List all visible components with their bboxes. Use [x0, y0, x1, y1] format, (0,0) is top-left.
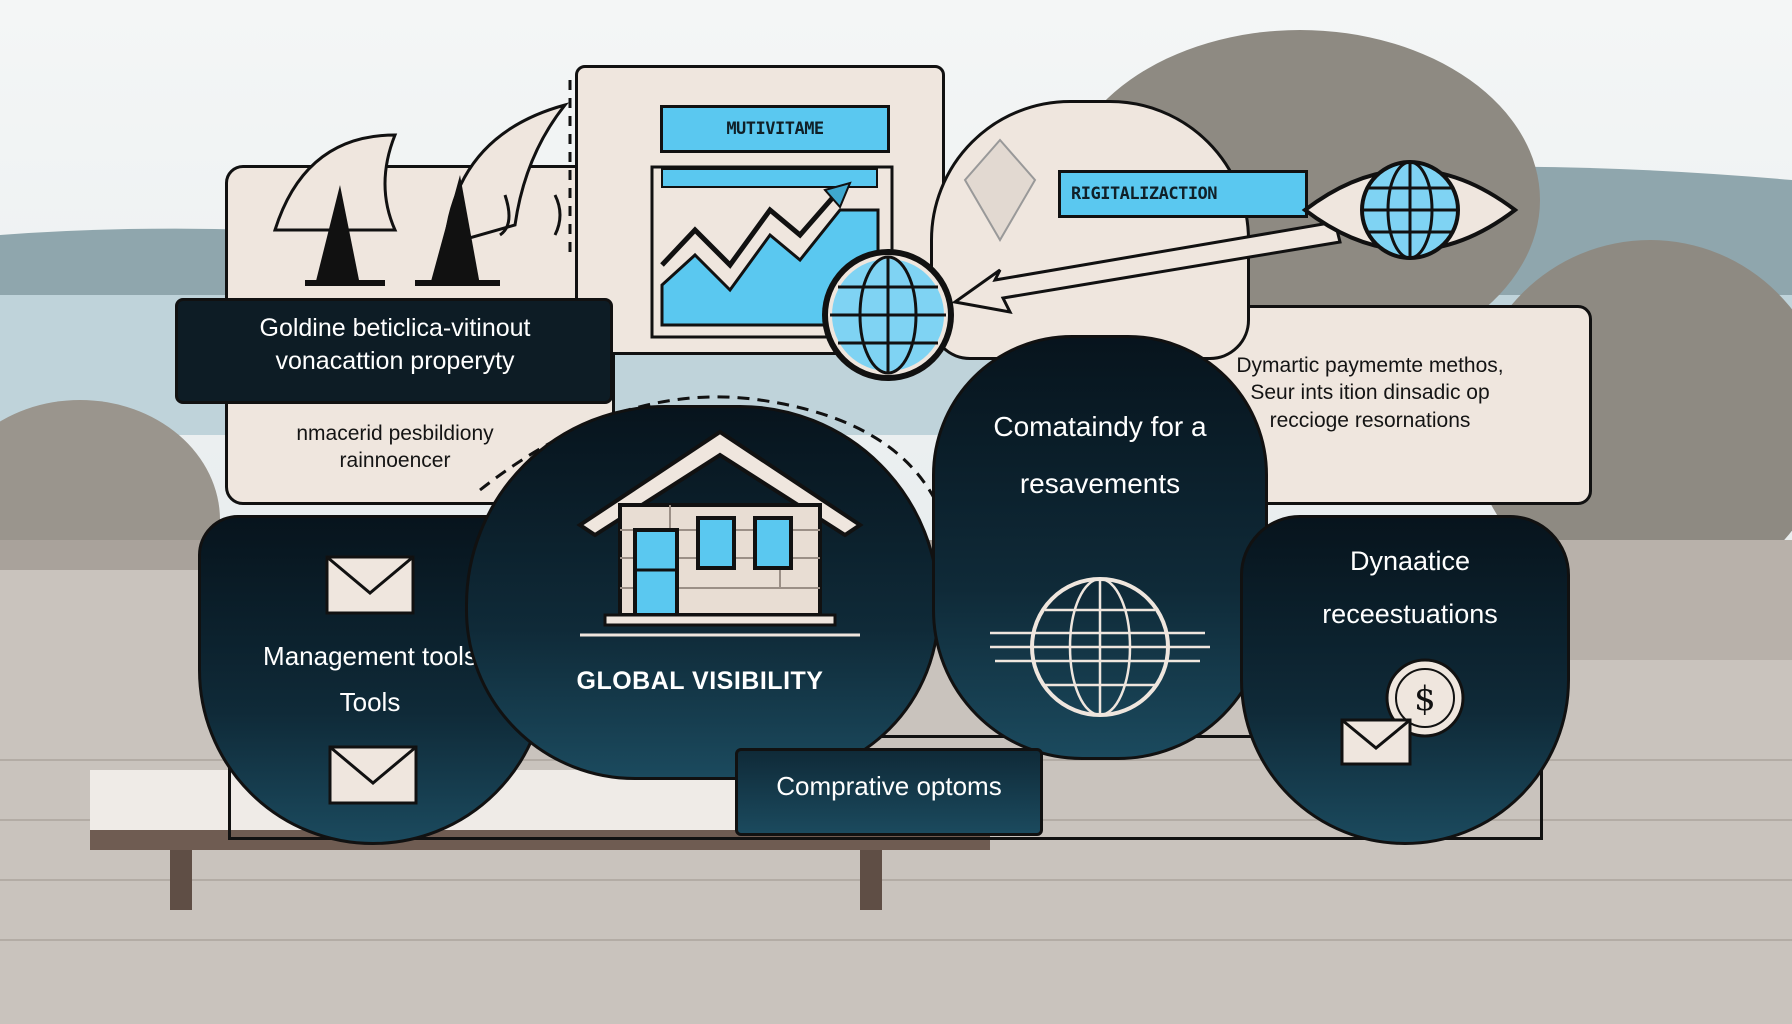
arrow-icon	[951, 220, 1342, 315]
dollar-coin-icon: $	[1385, 658, 1465, 738]
left-note: nmacerid pesbildiony rainnoencer	[296, 422, 494, 473]
top-left-title-box	[175, 298, 613, 404]
dynamic-reservations-label: Dynaatice receestuations	[1322, 546, 1498, 629]
globe-icon	[990, 577, 1210, 717]
eye-globe-icon	[1301, 160, 1519, 260]
envelope-icon	[1340, 718, 1412, 766]
comparative-options-label: Comprative optoms	[776, 771, 1002, 801]
reservations-label: Comataindy for a resavements	[993, 411, 1207, 500]
right-note: Dymartic paymemte methos, Seur ints itio…	[1236, 354, 1504, 432]
management-sub-label: Tools	[339, 687, 401, 717]
multivitame-label: MUTIVITAME	[660, 105, 890, 153]
globe-icon	[822, 249, 954, 381]
envelope-icon	[328, 745, 418, 805]
diamond-icon	[963, 138, 1037, 242]
umbrella-icon	[272, 102, 570, 286]
top-left-title: Goldine beticlica-vitinout vonacattion p…	[259, 314, 531, 375]
multivitame-text: MUTIVITAME	[726, 119, 824, 139]
house-icon	[576, 429, 864, 637]
envelope-icon	[325, 555, 415, 615]
dashed-connector	[479, 80, 942, 511]
bottom-outline-frame	[228, 735, 1543, 840]
rigitalization-label: RIGITALIZACTION	[1058, 170, 1308, 218]
global-visibility-label: GLOBAL VISIBILITY	[576, 667, 824, 695]
comparative-options-box	[735, 748, 1043, 836]
rigitalization-text: RIGITALIZACTION	[1071, 184, 1218, 204]
management-label: Management tools	[263, 641, 477, 671]
svg-text:$: $	[1414, 679, 1436, 719]
